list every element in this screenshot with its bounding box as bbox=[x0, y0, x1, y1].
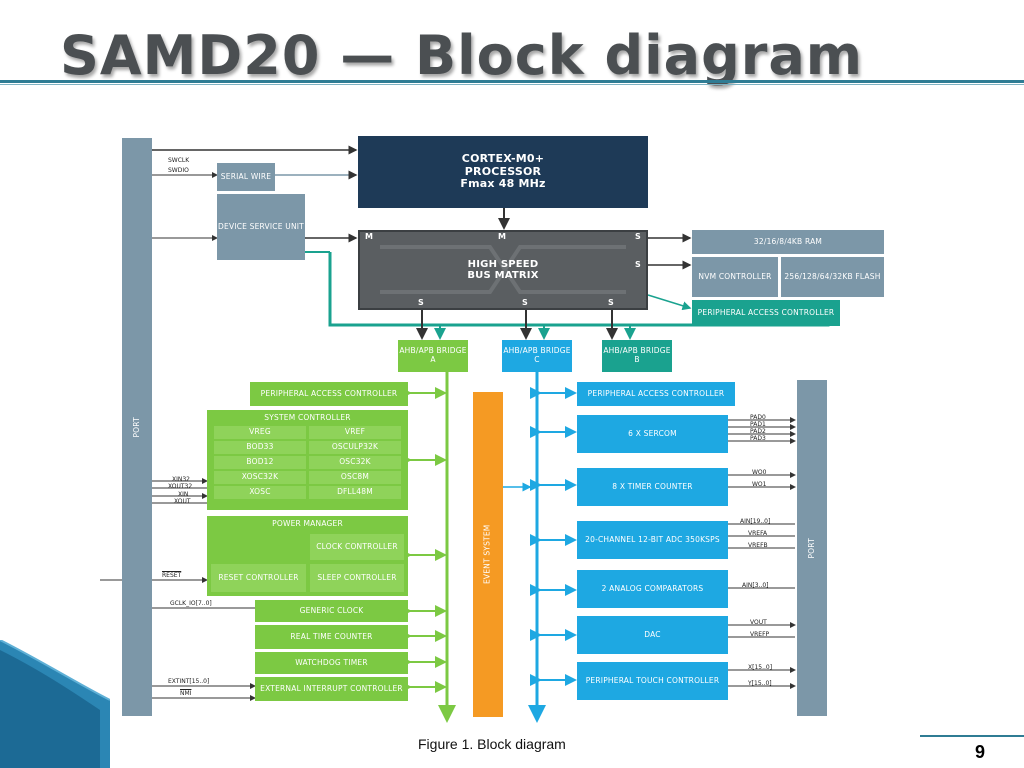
sysctrl-xosc32k: XOSC32K bbox=[214, 470, 306, 484]
watchdog-timer-block: WATCHDOG TIMER bbox=[255, 652, 408, 674]
signal-vrefa: VREFA bbox=[748, 530, 768, 537]
sercom-block: 6 x SERCOM bbox=[577, 415, 728, 453]
system-controller-label: SYSTEM CONTROLLER bbox=[264, 413, 351, 422]
peripheral-touch-controller-block: PERIPHERAL TOUCH CONTROLLER bbox=[577, 662, 728, 700]
signal-reset: RESET bbox=[162, 572, 182, 579]
port-right: PORT bbox=[797, 380, 827, 716]
sleep-controller-block: SLEEP CONTROLLER bbox=[310, 564, 404, 592]
signal-pad0: PAD0 bbox=[750, 414, 766, 421]
clock-controller-block: CLOCK CONTROLLER bbox=[310, 534, 404, 560]
page-number: 9 bbox=[975, 742, 986, 762]
bus-matrix-line-1: HIGH SPEED bbox=[467, 258, 539, 270]
title-rule-thin bbox=[0, 84, 1024, 85]
slave-port-label-b: S bbox=[608, 298, 614, 307]
signal-vrefb: VREFB bbox=[748, 542, 768, 549]
device-service-unit-block: DEVICE SERVICE UNIT bbox=[217, 194, 305, 260]
reset-controller-block: RESET CONTROLLER bbox=[211, 564, 306, 592]
ahb-apb-bridge-b: AHB/APB BRIDGE B bbox=[602, 340, 672, 372]
signal-wo0: WO0 bbox=[752, 469, 767, 476]
ahb-apb-bridge-a: AHB/APB BRIDGE A bbox=[398, 340, 468, 372]
flash-block: 256/128/64/32KB FLASH bbox=[781, 257, 884, 297]
signal-ain-adc: AIN[19..0] bbox=[740, 518, 771, 525]
sysctrl-osc8m: OSC8M bbox=[309, 470, 401, 484]
power-manager-label: POWER MANAGER bbox=[272, 519, 343, 528]
sysctrl-vreg: VREG bbox=[214, 425, 306, 439]
sysctrl-osculp32k: OSCULP32K bbox=[309, 440, 401, 454]
slave-port-label-ram: S bbox=[635, 232, 641, 241]
master-port-label-1: M bbox=[365, 232, 373, 241]
event-system-label: EVENT SYSTEM bbox=[482, 524, 492, 585]
signal-vout: VOUT bbox=[750, 619, 767, 626]
diagram-connections bbox=[100, 145, 830, 723]
real-time-counter-block: REAL TIME COUNTER bbox=[255, 625, 408, 649]
signal-pad3: PAD3 bbox=[750, 435, 766, 442]
sysctrl-dfll48m: DFLL48M bbox=[309, 485, 401, 499]
signal-nmi: NMI bbox=[180, 690, 192, 697]
port-left-label: PORT bbox=[131, 416, 141, 438]
system-controller-block: SYSTEM CONTROLLER VREG VREF BOD33 OSCULP… bbox=[207, 410, 408, 510]
slave-port-label-nvm: S bbox=[635, 260, 641, 269]
high-speed-bus-matrix-block: HIGH SPEED BUS MATRIX bbox=[358, 230, 648, 310]
peripheral-access-controller-top: PERIPHERAL ACCESS CONTROLLER bbox=[692, 300, 840, 326]
analog-comparators-block: 2 ANALOG COMPARATORS bbox=[577, 570, 728, 608]
peripheral-access-controller-c: PERIPHERAL ACCESS CONTROLLER bbox=[577, 382, 735, 406]
signal-ain-ac: AIN[3..0] bbox=[742, 582, 769, 589]
sysctrl-osc32k: OSC32K bbox=[309, 455, 401, 469]
cpu-line-2: PROCESSOR bbox=[464, 164, 542, 178]
slave-port-label-a: S bbox=[418, 298, 424, 307]
title-rule bbox=[0, 80, 1024, 83]
signal-pad2: PAD2 bbox=[750, 428, 766, 435]
cpu-line-1: CORTEX-M0+ bbox=[461, 152, 545, 166]
signal-gclk-io: GCLK_IO[7..0] bbox=[170, 600, 212, 607]
peripheral-access-controller-a: PERIPHERAL ACCESS CONTROLLER bbox=[250, 382, 408, 406]
signal-swdio: SWDIO bbox=[168, 167, 189, 174]
signal-xout: XOUT bbox=[174, 498, 191, 505]
signal-wo1: WO1 bbox=[752, 481, 767, 488]
sysctrl-bod12: BOD12 bbox=[214, 455, 306, 469]
signal-xin32: XIN32 bbox=[172, 476, 191, 483]
bus-matrix-cross-icon bbox=[380, 245, 626, 294]
master-port-label-2: M bbox=[498, 232, 506, 241]
corner-swoosh-decoration bbox=[0, 640, 110, 768]
signal-x: X[15..0] bbox=[748, 664, 773, 671]
nvm-controller-block: NVM CONTROLLER bbox=[692, 257, 778, 297]
slide-title: SAMD20 — Block diagram bbox=[60, 24, 864, 87]
adc-block: 20-CHANNEL 12-bit ADC 350KSPS bbox=[577, 521, 728, 559]
signal-extint: EXTINT[15..0] bbox=[168, 678, 210, 685]
serial-wire-block: SERIAL WIRE bbox=[217, 163, 275, 191]
cortex-m0-processor-block: CORTEX-M0+ PROCESSOR Fmax 48 MHz bbox=[358, 136, 648, 208]
ahb-apb-bridge-c: AHB/APB BRIDGE C bbox=[502, 340, 572, 372]
event-system-block: EVENT SYSTEM bbox=[473, 392, 503, 717]
signal-xin: XIN bbox=[178, 491, 189, 498]
sysctrl-xosc: XOSC bbox=[214, 485, 306, 499]
cpu-line-3: Fmax 48 MHz bbox=[460, 177, 546, 191]
block-diagram: PORT PORT SWCLK SWDIO SERIAL WIRE DEVICE… bbox=[100, 130, 890, 740]
port-left: PORT bbox=[122, 138, 152, 716]
sysctrl-vref: VREF bbox=[309, 425, 401, 439]
dac-block: DAC bbox=[577, 616, 728, 654]
figure-caption: Figure 1. Block diagram bbox=[418, 736, 566, 752]
port-right-label: PORT bbox=[806, 537, 816, 559]
timer-counter-block: 8 x TIMER COUNTER bbox=[577, 468, 728, 506]
ram-block: 32/16/8/4KB RAM bbox=[692, 230, 884, 254]
footer-rule bbox=[920, 735, 1024, 737]
external-interrupt-controller-block: EXTERNAL INTERRUPT CONTROLLER bbox=[255, 677, 408, 701]
signal-y: Y[15..0] bbox=[748, 680, 772, 687]
signal-pad1: PAD1 bbox=[750, 421, 766, 428]
bus-matrix-line-2: BUS MATRIX bbox=[467, 270, 539, 281]
system-controller-grid: VREG VREF BOD33 OSCULP32K BOD12 OSC32K X… bbox=[214, 425, 401, 499]
sysctrl-bod33: BOD33 bbox=[214, 440, 306, 454]
signal-vrefp: VREFP bbox=[750, 631, 770, 638]
signal-swclk: SWCLK bbox=[168, 157, 190, 164]
generic-clock-block: GENERIC CLOCK bbox=[255, 600, 408, 622]
slave-port-label-c: S bbox=[522, 298, 528, 307]
signal-xout32: XOUT32 bbox=[168, 483, 193, 490]
